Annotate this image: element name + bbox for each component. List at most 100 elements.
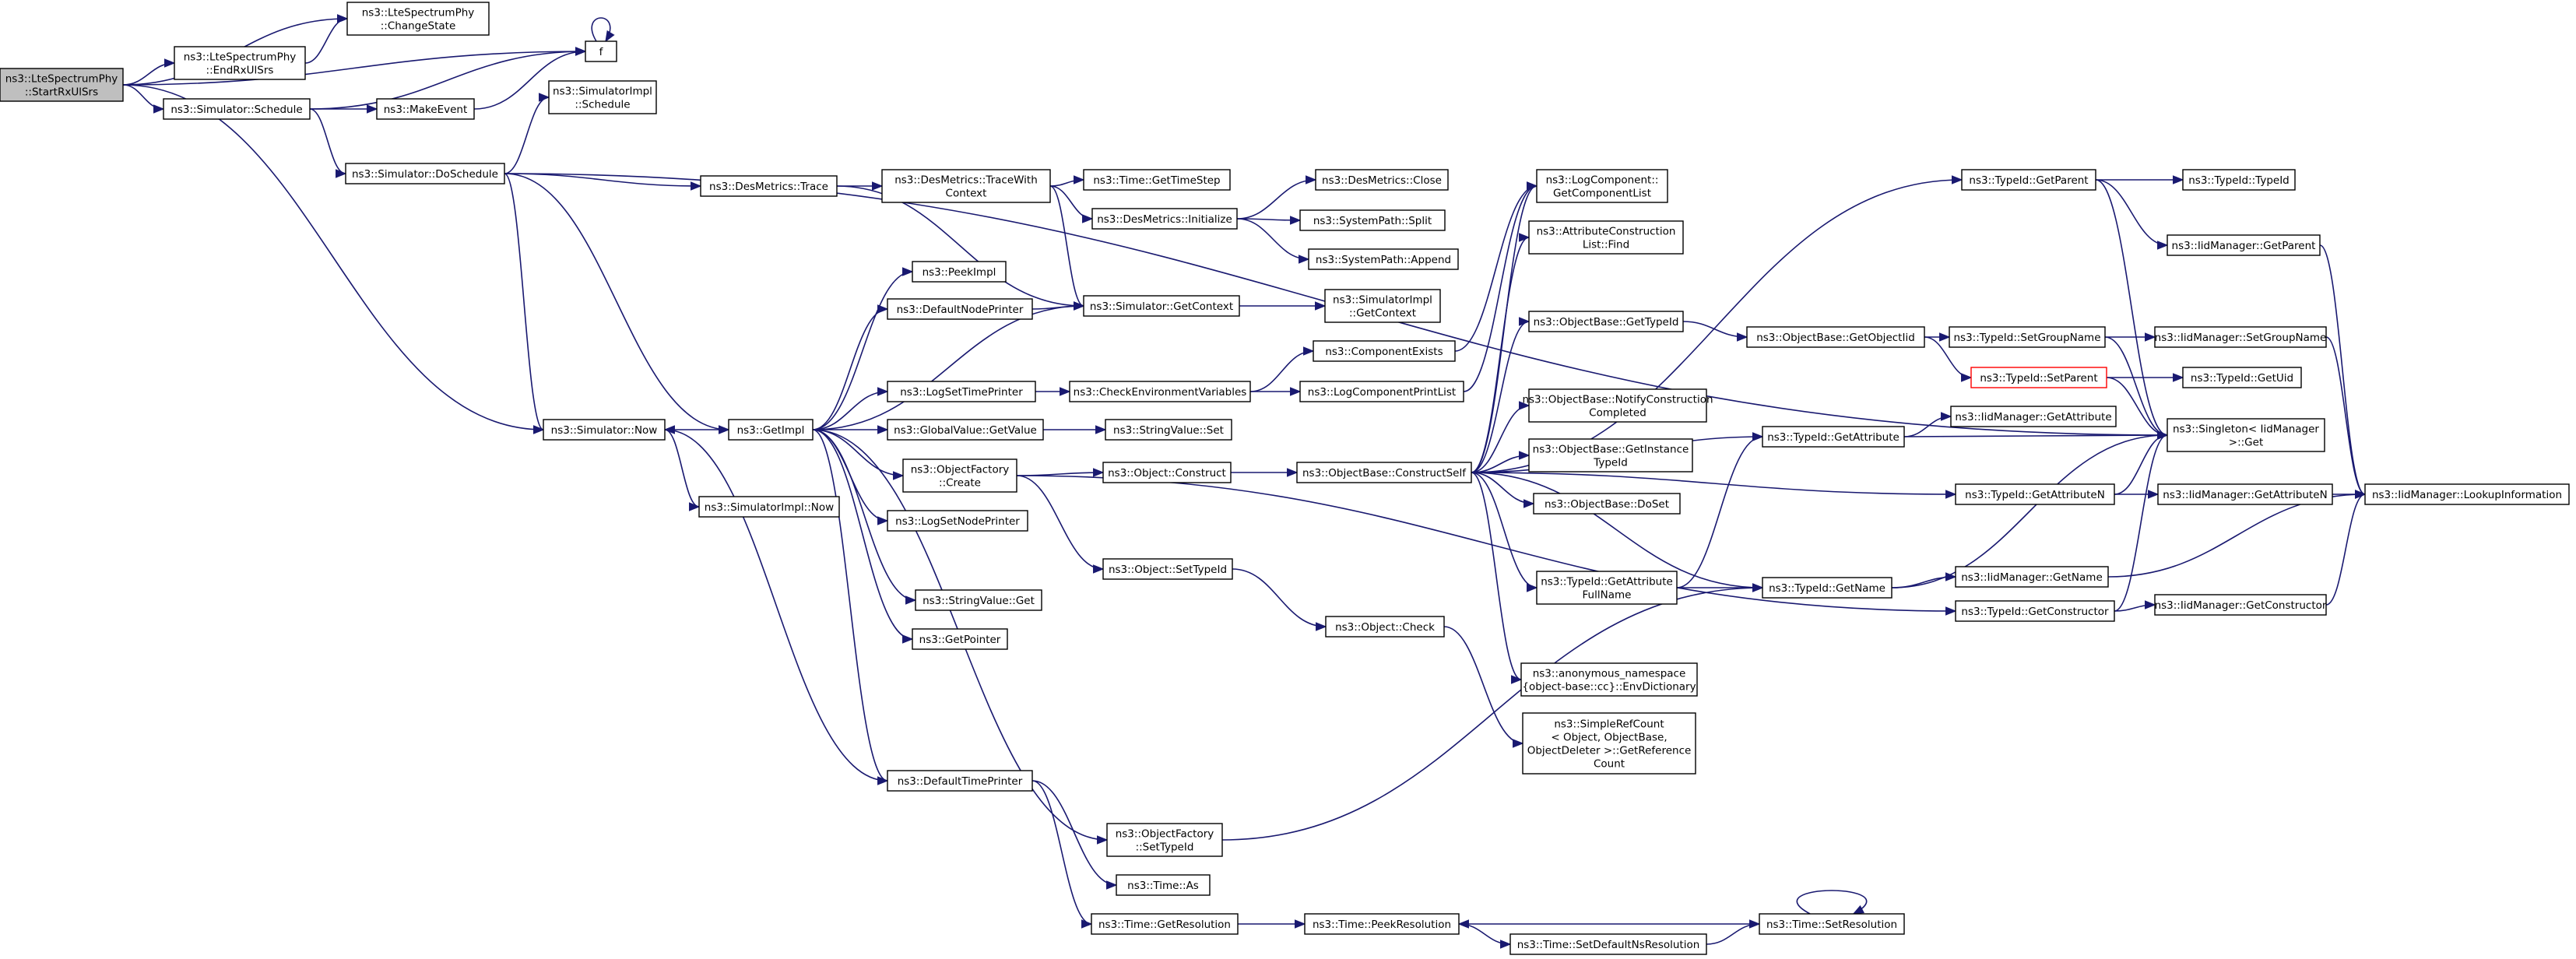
function-node[interactable]: ns3::Time::As	[1116, 874, 1211, 896]
node-box	[1116, 874, 1211, 896]
node-label: ns3::ObjectBase::DoSet	[1545, 498, 1669, 511]
node-label: ObjectDeleter >::GetReference	[1527, 745, 1692, 757]
function-node[interactable]: ns3::ObjectFactory::Create	[902, 458, 1017, 493]
function-node[interactable]: ns3::SimulatorImpl::Schedule	[548, 80, 657, 114]
function-node[interactable]: ns3::GlobalValue::GetValue	[887, 419, 1044, 441]
function-node[interactable]: ns3::LogComponentPrintList	[1299, 381, 1464, 402]
node-label: ns3::Time::GetTimeStep	[1093, 174, 1220, 187]
function-node[interactable]: ns3::Time::SetResolution	[1759, 913, 1905, 935]
function-node[interactable]: ns3::IidManager::GetAttribute	[1950, 406, 2117, 427]
function-node[interactable]: ns3::TypeId::TypeId	[2182, 169, 2296, 191]
function-node[interactable]: ns3::ObjectFactory::SetTypeId	[1106, 823, 1223, 857]
function-node[interactable]: ns3::StringValue::Get	[915, 589, 1042, 611]
function-node[interactable]: ns3::GetImpl	[728, 419, 814, 441]
call-edge	[2114, 600, 2156, 612]
function-node[interactable]: ns3::DesMetrics::Close	[1315, 169, 1449, 191]
function-node[interactable]: ns3::SystemPath::Split	[1299, 209, 1446, 231]
function-node[interactable]: ns3::DefaultTimePrinter	[887, 770, 1033, 792]
function-node[interactable]: ns3::TypeId::GetUid	[2182, 367, 2302, 388]
function-node[interactable]: ns3::IidManager::LookupInformation	[2364, 483, 2570, 505]
function-node[interactable]: ns3::LogComponent::GetComponentList	[1536, 169, 1668, 203]
function-node[interactable]: ns3::LteSpectrumPhy::StartRxUlSrs	[0, 68, 124, 102]
function-node[interactable]: ns3::TypeId::GetParent	[1961, 169, 2096, 191]
function-node[interactable]: ns3::Simulator::Now	[543, 419, 666, 441]
function-node[interactable]: ns3::IidManager::GetParent	[2167, 234, 2321, 256]
function-node[interactable]: ns3::Time::GetTimeStep	[1083, 169, 1231, 191]
function-node[interactable]: ns3::SimpleRefCount< Object, ObjectBase,…	[1522, 712, 1696, 775]
function-node[interactable]: ns3::ComponentExists	[1313, 340, 1456, 362]
function-node[interactable]: ns3::SimulatorImpl::GetContext	[1324, 289, 1441, 323]
node-label: ns3::SimulatorImpl::Now	[705, 501, 834, 514]
function-node[interactable]: ns3::Simulator::Schedule	[163, 98, 311, 120]
node-label: ns3::ObjectFactory	[1116, 828, 1214, 841]
call-edge	[309, 47, 587, 110]
function-node[interactable]: ns3::PeekImpl	[912, 261, 1007, 283]
function-node[interactable]: ns3::LogSetNodePrinter	[887, 510, 1028, 532]
function-node[interactable]: ns3::DefaultNodePrinter	[887, 298, 1033, 320]
node-label: ns3::ComponentExists	[1325, 346, 1443, 358]
node-label: ns3::DesMetrics::Initialize	[1097, 213, 1232, 226]
node-label: ns3::Simulator::Schedule	[170, 104, 302, 116]
function-node[interactable]: ns3::ObjectBase::GetObjectIid	[1746, 326, 1925, 348]
node-box	[1509, 933, 1707, 955]
function-node[interactable]: ns3::SimulatorImpl::Now	[698, 496, 840, 518]
function-node[interactable]: ns3::ObjectBase::NotifyConstructionCompl…	[1522, 388, 1713, 423]
node-label: ::StartRxUlSrs	[25, 86, 98, 99]
call-edge	[591, 17, 615, 43]
node-box	[1299, 381, 1464, 402]
call-edge	[1049, 175, 1085, 187]
node-label: GetComponentList	[1553, 188, 1651, 200]
function-node[interactable]: ns3::Object::Check	[1325, 616, 1445, 638]
node-label: ns3::Simulator::GetContext	[1090, 300, 1233, 313]
function-node[interactable]: ns3::TypeId::SetParent	[1970, 367, 2107, 388]
function-node[interactable]: ns3::CheckEnvironmentVariables	[1069, 381, 1251, 402]
function-node[interactable]: ns3::ObjectBase::ConstructSelf	[1296, 462, 1472, 483]
call-edge	[1706, 919, 1761, 945]
function-node[interactable]: ns3::DesMetrics::Initialize	[1091, 208, 1238, 230]
function-node[interactable]: ns3::IidManager::SetGroupName	[2154, 326, 2327, 348]
call-edge	[812, 429, 914, 644]
function-node[interactable]: ns3::TypeId::GetAttribute	[1762, 426, 1905, 448]
function-node[interactable]: ns3::Object::SetTypeId	[1102, 558, 1233, 580]
function-node[interactable]: ns3::DesMetrics::Trace	[700, 175, 838, 197]
function-node[interactable]: ns3::SystemPath::Append	[1308, 248, 1459, 270]
node-box	[1536, 571, 1678, 605]
function-node[interactable]: ns3::TypeId::SetGroupName	[1949, 326, 2106, 348]
function-node[interactable]: ns3::Singleton< IidManager>::Get	[2167, 418, 2325, 452]
function-node[interactable]: ns3::TypeId::GetName	[1762, 577, 1892, 599]
function-node[interactable]: ns3::StringValue::Set	[1105, 419, 1232, 441]
function-node[interactable]: ns3::TypeId::GetConstructor	[1955, 600, 2115, 622]
call-edge	[1454, 181, 1538, 352]
function-node[interactable]: ns3::IidManager::GetConstructor	[2154, 594, 2327, 616]
call-edge	[1236, 218, 1310, 264]
function-node[interactable]: ns3::LogSetTimePrinter	[887, 381, 1036, 402]
function-node[interactable]: ns3::IidManager::GetName	[1955, 566, 2109, 588]
function-node[interactable]: f	[585, 40, 617, 62]
node-box	[548, 80, 657, 114]
node-box	[2154, 594, 2327, 616]
function-node[interactable]: ns3::Time::PeekResolution	[1304, 913, 1460, 935]
function-node[interactable]: ns3::GetPointer	[912, 628, 1008, 650]
function-node[interactable]: ns3::Object::Construct	[1102, 462, 1232, 483]
function-node[interactable]: ns3::ObjectBase::GetTypeId	[1528, 311, 1684, 332]
node-box	[698, 496, 840, 518]
function-node[interactable]: ns3::Simulator::DoSchedule	[345, 163, 505, 184]
node-label: ::GetContext	[1349, 307, 1416, 320]
call-edge	[1236, 175, 1317, 220]
function-node[interactable]: ns3::Time::SetDefaultNsResolution	[1509, 933, 1707, 955]
function-node[interactable]: ns3::MakeEvent	[376, 98, 475, 120]
function-node[interactable]: ns3::IidManager::GetAttributeN	[2157, 483, 2333, 505]
function-node[interactable]: ns3::anonymous_namespace{object-base::cc…	[1520, 662, 1698, 697]
node-box	[163, 98, 311, 120]
function-node[interactable]: ns3::LteSpectrumPhy::ChangeState	[346, 2, 490, 36]
function-node[interactable]: ns3::Simulator::GetContext	[1083, 295, 1240, 317]
function-node[interactable]: ns3::TypeId::GetAttributeN	[1955, 483, 2115, 505]
function-node[interactable]: ns3::ObjectBase::DoSet	[1533, 493, 1681, 515]
function-node[interactable]: ns3::LteSpectrumPhy::EndRxUlSrs	[174, 46, 306, 80]
function-node[interactable]: ns3::Time::GetResolution	[1091, 913, 1239, 935]
